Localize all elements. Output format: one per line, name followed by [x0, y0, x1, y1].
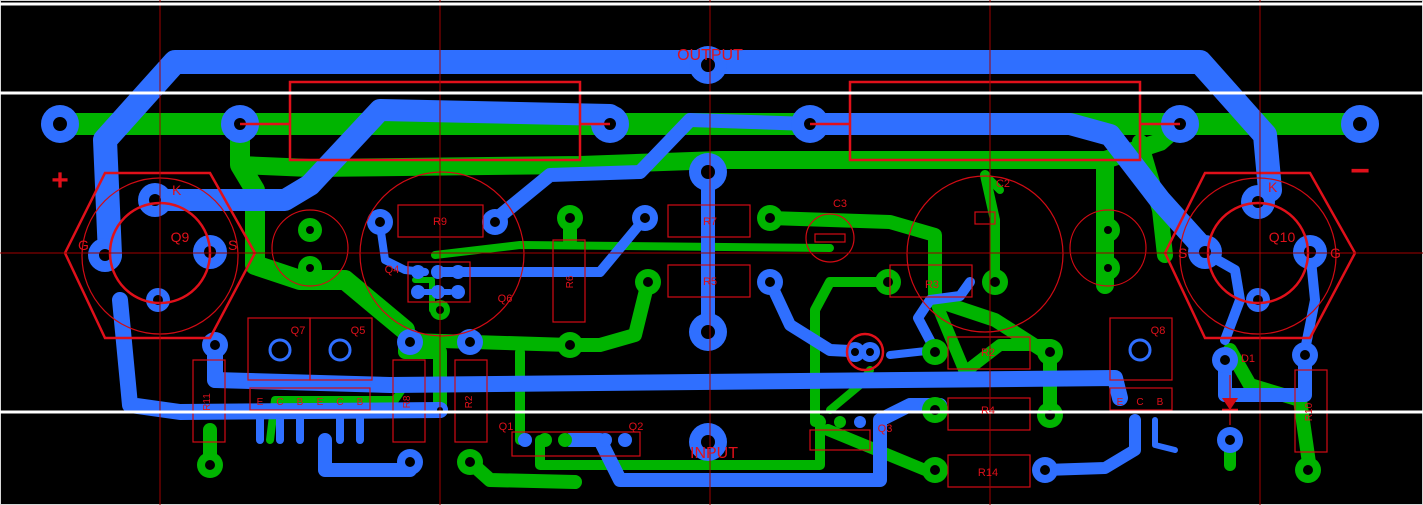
c3-label: C3: [833, 198, 847, 210]
q9-s-label: S: [228, 237, 237, 253]
q5-pin-c: C: [336, 397, 343, 408]
q7-pin-c: C: [276, 397, 283, 408]
q9-g-label: G: [78, 237, 89, 253]
r10-label: R10: [1304, 402, 1315, 421]
q8-pin-e: E: [1117, 397, 1124, 408]
q8-pin-b: B: [1157, 397, 1164, 408]
minus-label: −: [1350, 152, 1370, 190]
labels-layer: OUTPUT INPUT + − Q9 K G S Q10 K S G R9 R…: [51, 47, 1370, 479]
q8-pin-c: C: [1136, 397, 1143, 408]
q5-pin-e: E: [317, 397, 324, 408]
q1-label: Q1: [499, 421, 514, 433]
q3-label: Q3: [878, 423, 893, 435]
r2-label: R2: [981, 347, 995, 359]
q9-k-label: K: [172, 182, 182, 198]
guide-lines: [0, 2, 1423, 414]
r12-label: R2: [464, 395, 475, 408]
r7-label: R7: [703, 216, 717, 228]
q6-label: Q6: [498, 293, 513, 305]
r9-label: R9: [433, 216, 447, 228]
q10-label: Q10: [1269, 229, 1296, 245]
q10-s-label: S: [1178, 245, 1187, 261]
q4-label: Q4: [385, 264, 400, 276]
q10-k-label: K: [1268, 179, 1278, 195]
q9-label: Q9: [171, 229, 190, 245]
r4-label: R4: [981, 405, 995, 417]
q10-g-label: G: [1330, 245, 1341, 261]
d1-label: D1: [1241, 353, 1255, 365]
r11-label: R11: [202, 393, 213, 411]
r5-label: R5: [703, 276, 717, 288]
q7-label: Q7: [291, 325, 306, 337]
silkscreen-layer: [63, 80, 1357, 488]
c2-label: C2: [996, 178, 1010, 190]
pads-layer: [41, 46, 1379, 483]
r3-label: R3: [925, 279, 939, 291]
q7-pin-e: E: [257, 397, 264, 408]
q5-pin-b: B: [357, 397, 364, 408]
q8-label: Q8: [1151, 325, 1166, 337]
r6-label: R6: [565, 275, 576, 288]
r14-label: R14: [978, 467, 998, 479]
output-label: OUTPUT: [677, 47, 743, 64]
plus-label: +: [51, 164, 69, 197]
q2-label: Q2: [629, 421, 644, 433]
q7-pin-b: B: [297, 397, 304, 408]
input-label: INPUT: [690, 445, 738, 462]
r8-label: R8: [402, 395, 413, 408]
q5-label: Q5: [351, 325, 366, 337]
